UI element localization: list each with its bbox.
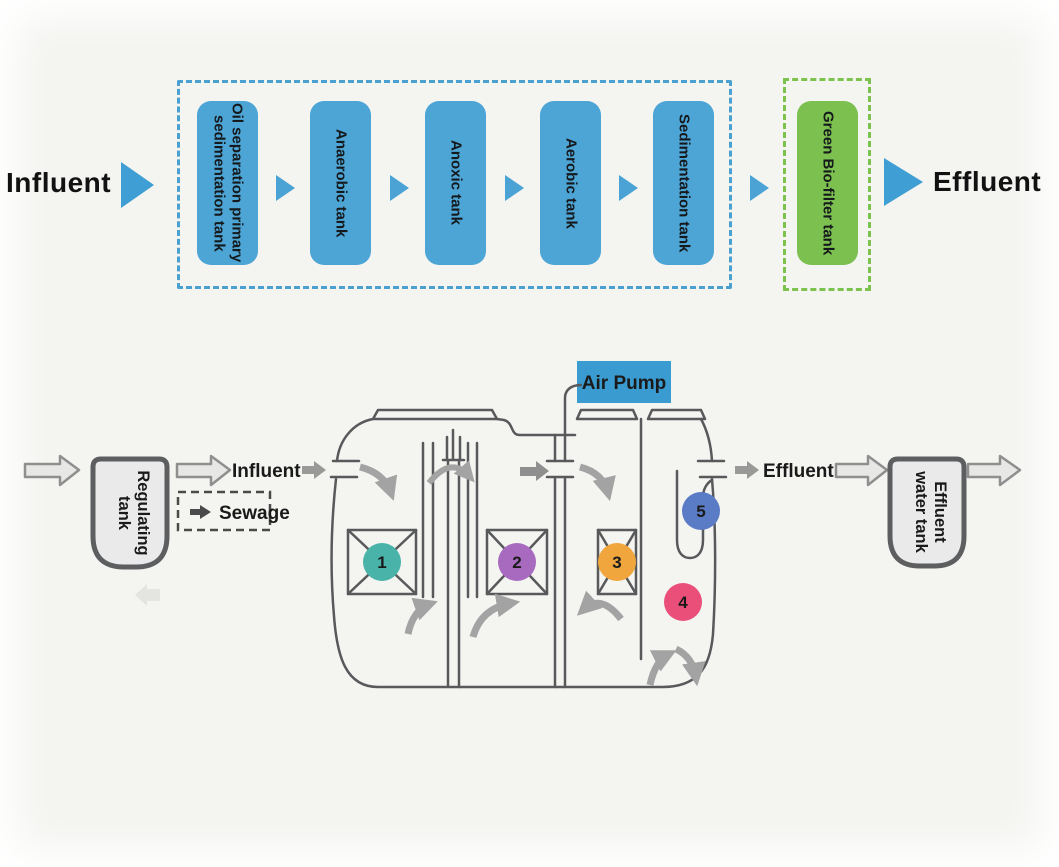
effluent-block-arrow-icon [834,454,889,487]
aeration-inlet-arrow-icon [520,461,549,481]
mid-flange [545,459,575,479]
flow-tank-label: Anoxic tank [447,140,465,226]
flow-step-arrow-icon [505,175,524,201]
svg-text:2: 2 [512,553,521,572]
marker-5: 5 [682,492,720,530]
effluent-arrow-icon [884,158,923,206]
svg-text:1: 1 [377,553,386,572]
flow-tank-label: Oil separation primary sedimentation tan… [210,103,246,263]
flow-tank-label: Green Bio-filter tank [819,110,837,256]
svg-text:Regulating: Regulating [134,470,152,555]
flow-arrows [359,460,706,687]
sewage-arrow-icon [190,505,211,519]
svg-text:5: 5 [696,502,705,521]
biofilter-group-outline [783,78,871,291]
flow-step-arrow-icon [390,175,409,201]
svg-text:tank: tank [115,496,133,531]
svg-text:3: 3 [612,553,621,572]
ghost-arrow-icon [135,584,160,606]
tank-lid-2 [575,408,639,421]
flow-tank-anaerobic: Anaerobic tank [310,101,371,265]
air-pump-box [577,361,671,403]
influent-label: Influent [232,461,301,482]
regulating-tank-shape [90,456,170,570]
effluent-label: Effluent [763,461,834,482]
svg-text:Effluent: Effluent [931,481,949,543]
air-pump-label: Air Pump [582,373,666,394]
marker-3: 3 [598,543,636,581]
regulating-tank-label: Regulating tank [115,470,152,555]
influent-arrow-icon [121,162,154,208]
flow-step-arrow-icon [619,175,638,201]
flow-tank-anoxic: Anoxic tank [425,101,486,265]
flow-tank-label: Aerobic tank [562,137,580,229]
flow-step-arrow-icon [276,175,295,201]
main-tank-outline [329,383,728,689]
marker-1: 1 [363,543,401,581]
effluent-title: Effluent [933,166,1042,197]
outlet-flange [696,459,728,479]
tank-lid-1 [371,408,499,421]
tank-lid-3 [646,408,707,421]
marker-2: 2 [498,543,536,581]
influent-block-arrow-icon [175,454,232,487]
flow-tank-oil-separation: Oil separation primary sedimentation tan… [197,101,258,265]
svg-text:4: 4 [678,593,688,612]
flow-tank-sedimentation: Sedimentation tank [653,101,714,265]
effluent-water-tank-label: Effluent water tank [912,470,949,553]
flow-tank-green-biofilter: Green Bio-filter tank [797,101,858,265]
inlet-flange [329,459,361,479]
marker-4: 4 [664,583,702,621]
sewage-legend-box [176,490,272,532]
svg-text:water tank: water tank [912,470,930,553]
effluent-water-tank-shape [887,456,967,569]
outflow-block-arrow-icon [966,454,1022,487]
flow-tank-label: Anaerobic tank [332,128,350,238]
flow-tank-aerobic: Aerobic tank [540,101,601,265]
influent-title: Influent [6,167,112,198]
effluent-small-arrow-icon [735,461,759,479]
flow-tank-label: Sedimentation tank [675,113,693,253]
influent-small-arrow-icon [302,461,326,479]
flow-step-arrow-icon [750,175,769,201]
treatment-group-outline [177,80,732,289]
sewage-label: Sewage [219,503,290,524]
inflow-block-arrow-icon [23,454,81,487]
